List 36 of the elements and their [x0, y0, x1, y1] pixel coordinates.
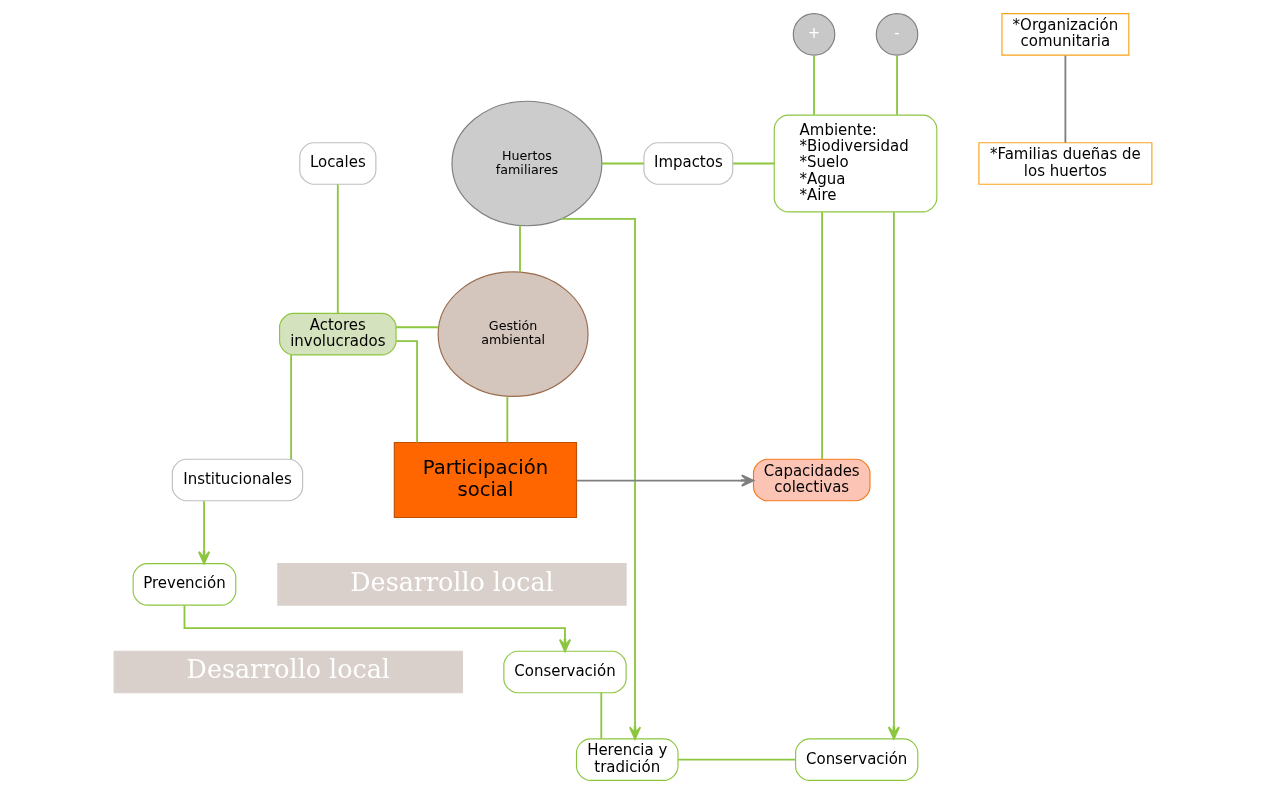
arrow [560, 217, 641, 740]
node-box: Impactos [642, 141, 733, 185]
node-circle: - [875, 12, 918, 56]
node-box: Institucionales [171, 458, 303, 501]
connector [600, 162, 645, 164]
node-box: *Familias dueñas de los huertos [977, 141, 1152, 185]
node-box: Herencia y tradición [575, 737, 679, 781]
arrow [183, 603, 571, 652]
node-ellipse: Huertos familiares [450, 100, 602, 226]
connector [505, 395, 508, 443]
node-box: Ambiente: *Biodiversidad *Suelo *Agua *Aire [773, 114, 937, 212]
node-box: Participación social [393, 441, 577, 518]
node-box: Prevención [132, 562, 236, 606]
connector [518, 224, 521, 273]
arrow [575, 474, 754, 487]
connector [676, 758, 796, 761]
node-box: Actores involucrados [278, 312, 397, 355]
connector [394, 339, 418, 443]
node-box: Conservación [794, 737, 918, 781]
node-box: *Organización comunitaria [1000, 12, 1129, 56]
arrow [887, 210, 900, 740]
node-box: Conservación [502, 650, 627, 693]
node-box: Capacidades colectivas [752, 458, 871, 501]
node-box: Locales [298, 141, 376, 185]
node-circle: + [792, 12, 835, 56]
connector [731, 162, 775, 164]
connector [599, 691, 602, 740]
connector [895, 54, 898, 116]
node-ellipse: Gestión ambiental [437, 270, 589, 397]
connector [336, 183, 339, 314]
connector [820, 210, 823, 460]
arrow [197, 499, 210, 564]
connector [289, 353, 292, 460]
connector [394, 325, 439, 328]
connector [1063, 54, 1066, 143]
connector [812, 54, 815, 116]
